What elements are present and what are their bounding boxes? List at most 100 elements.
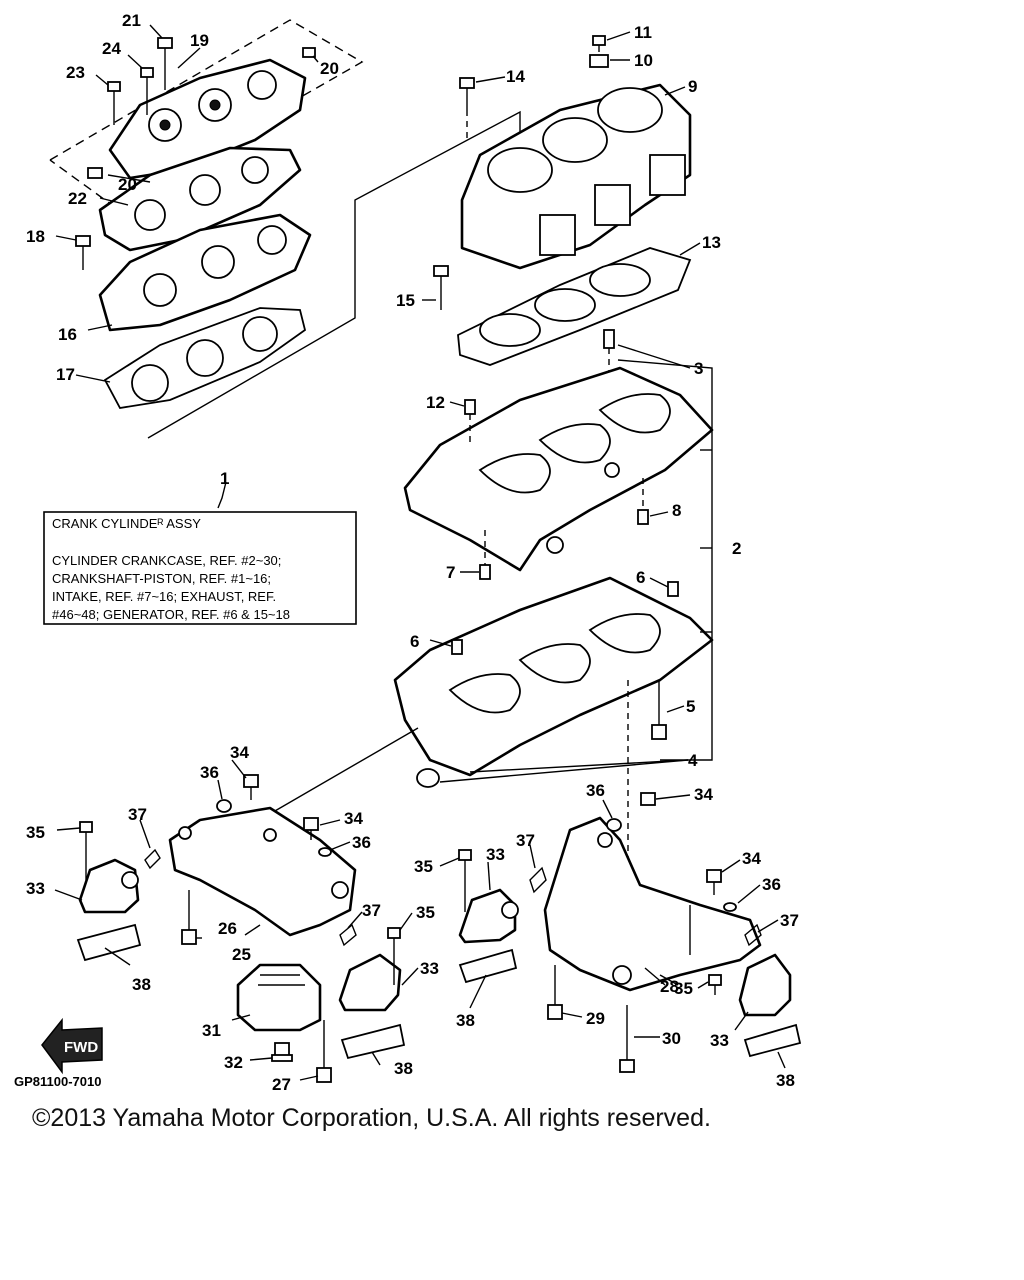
plug-part-20-top xyxy=(302,47,316,58)
callout-3: 3 xyxy=(694,359,703,378)
callout-36-a: 36 xyxy=(200,763,219,782)
callout-27: 27 xyxy=(272,1075,291,1094)
callout-37-b: 37 xyxy=(362,901,381,920)
bolt-part-18 xyxy=(75,235,91,270)
upper-crankcase xyxy=(403,366,714,572)
forward-arrow-icon: FWD xyxy=(41,1017,103,1075)
bolt-part-30 xyxy=(619,1005,635,1073)
callout-20-top: 20 xyxy=(320,59,339,78)
assy-box-title: CRANK CYLINDEᴿ ASSY xyxy=(52,516,201,531)
callout-6-right: 6 xyxy=(636,568,645,587)
assy-box-line-4: #46~48; GENERATOR, REF. #6 & 15~18 xyxy=(52,607,290,622)
callout-30: 30 xyxy=(662,1029,681,1048)
callout-35-b: 35 xyxy=(416,903,435,922)
bolt-part-26 xyxy=(181,890,197,945)
bolt-part-35-c xyxy=(458,849,472,912)
plate-part-38-a xyxy=(76,923,142,962)
callout-32: 32 xyxy=(224,1053,243,1072)
callout-12: 12 xyxy=(426,393,445,412)
callout-36-b: 36 xyxy=(352,833,371,852)
callout-36-d: 36 xyxy=(762,875,781,894)
engine-mount-plate-part-25 xyxy=(168,806,357,937)
callout-36-c: 36 xyxy=(586,781,605,800)
bolt-part-29 xyxy=(547,965,563,1020)
bolt-part-35-d xyxy=(708,974,722,995)
callout-38-c: 38 xyxy=(456,1011,475,1030)
bolt-part-34-a xyxy=(243,774,259,800)
callout-19: 19 xyxy=(190,31,209,50)
callout-38-d: 38 xyxy=(776,1071,795,1090)
callout-15: 15 xyxy=(396,291,415,310)
callout-20-left: 20 xyxy=(118,175,137,194)
bolt-part-34-d xyxy=(706,869,722,895)
callout-33-a: 33 xyxy=(26,879,45,898)
callout-10: 10 xyxy=(634,51,653,70)
callout-37-d: 37 xyxy=(780,911,799,930)
callout-14: 14 xyxy=(506,67,525,86)
dowel-part-8 xyxy=(637,478,649,525)
bolt-part-5 xyxy=(651,680,667,740)
assy-box-line-1: CYLINDER CRANKCASE, REF. #2~30; xyxy=(52,553,281,568)
dowel-part-7 xyxy=(479,530,491,580)
head-cover-part-19 xyxy=(108,58,307,180)
head-gasket-part-17 xyxy=(103,307,307,409)
callout-33-c: 33 xyxy=(486,845,505,864)
callout-38-b: 38 xyxy=(394,1059,413,1078)
leader-lines xyxy=(54,24,786,1081)
callout-25: 25 xyxy=(232,945,251,964)
callout-11: 11 xyxy=(634,23,652,42)
crank-cylinder-assy-box: CRANK CYLINDEᴿ ASSY CYLINDER CRANKCASE, … xyxy=(43,481,357,625)
callout-6-left: 6 xyxy=(410,632,419,651)
callout-23: 23 xyxy=(66,63,85,82)
callout-34-d: 34 xyxy=(742,849,761,868)
callout-29: 29 xyxy=(586,1009,605,1028)
bolt-part-21 xyxy=(157,37,173,90)
callout-18: 18 xyxy=(26,227,45,246)
bolt-part-35-b xyxy=(387,927,401,985)
bolt-part-14 xyxy=(459,77,475,140)
callout-28: 28 xyxy=(660,977,679,996)
dowel-part-12 xyxy=(464,399,476,445)
callout-31: 31 xyxy=(202,1021,221,1040)
callout-16: 16 xyxy=(58,325,77,344)
copyright-notice: ©2013 Yamaha Motor Corporation, U.S.A. A… xyxy=(32,1104,711,1132)
clip-part-10 xyxy=(589,54,609,68)
callout-4: 4 xyxy=(688,751,698,770)
clip-part-37-a xyxy=(144,848,161,870)
callout-33-b: 33 xyxy=(420,959,439,978)
callout-26: 26 xyxy=(218,919,237,938)
assy-box-line-2: CRANKSHAFT-PISTON, REF. #1~16; xyxy=(52,571,271,586)
rubber-mount-part-33-d xyxy=(738,953,792,1017)
plate-part-38-d xyxy=(743,1023,802,1058)
bolt-part-34-c xyxy=(640,792,656,806)
washer-part-36-a xyxy=(216,799,232,813)
callout-7: 7 xyxy=(446,563,455,582)
callout-24: 24 xyxy=(102,39,121,58)
callout-8: 8 xyxy=(672,501,681,520)
bolt-part-27 xyxy=(316,1020,332,1083)
callout-37-c: 37 xyxy=(516,831,535,850)
fwd-label: FWD xyxy=(64,1039,98,1056)
callout-2: 2 xyxy=(732,539,741,558)
callout-9: 9 xyxy=(688,77,697,96)
plug-part-32 xyxy=(271,1042,293,1062)
callout-22: 22 xyxy=(68,189,87,208)
washer-part-36-c xyxy=(606,818,622,832)
bolt-part-35-a xyxy=(79,821,93,880)
base-gasket-part-13 xyxy=(457,247,692,366)
bolt-part-34-b xyxy=(303,817,319,840)
washer-part-36-b xyxy=(318,847,332,857)
dowel-part-6-right xyxy=(667,581,679,597)
bolt-part-24 xyxy=(140,67,154,115)
dowel-part-6-left xyxy=(451,639,463,655)
callout-35-d: 35 xyxy=(674,979,693,998)
callout-33-d: 33 xyxy=(710,1031,729,1050)
clip-part-37-b xyxy=(339,923,357,947)
mount-block-part-31 xyxy=(236,963,322,1032)
callout-34-b: 34 xyxy=(344,809,363,828)
callout-35-c: 35 xyxy=(414,857,433,876)
head-cover-group-dashed-box xyxy=(49,19,364,206)
plate-part-38-c xyxy=(458,948,518,984)
engine-mount-frame-part-28 xyxy=(543,816,762,992)
callout-35-a: 35 xyxy=(26,823,45,842)
